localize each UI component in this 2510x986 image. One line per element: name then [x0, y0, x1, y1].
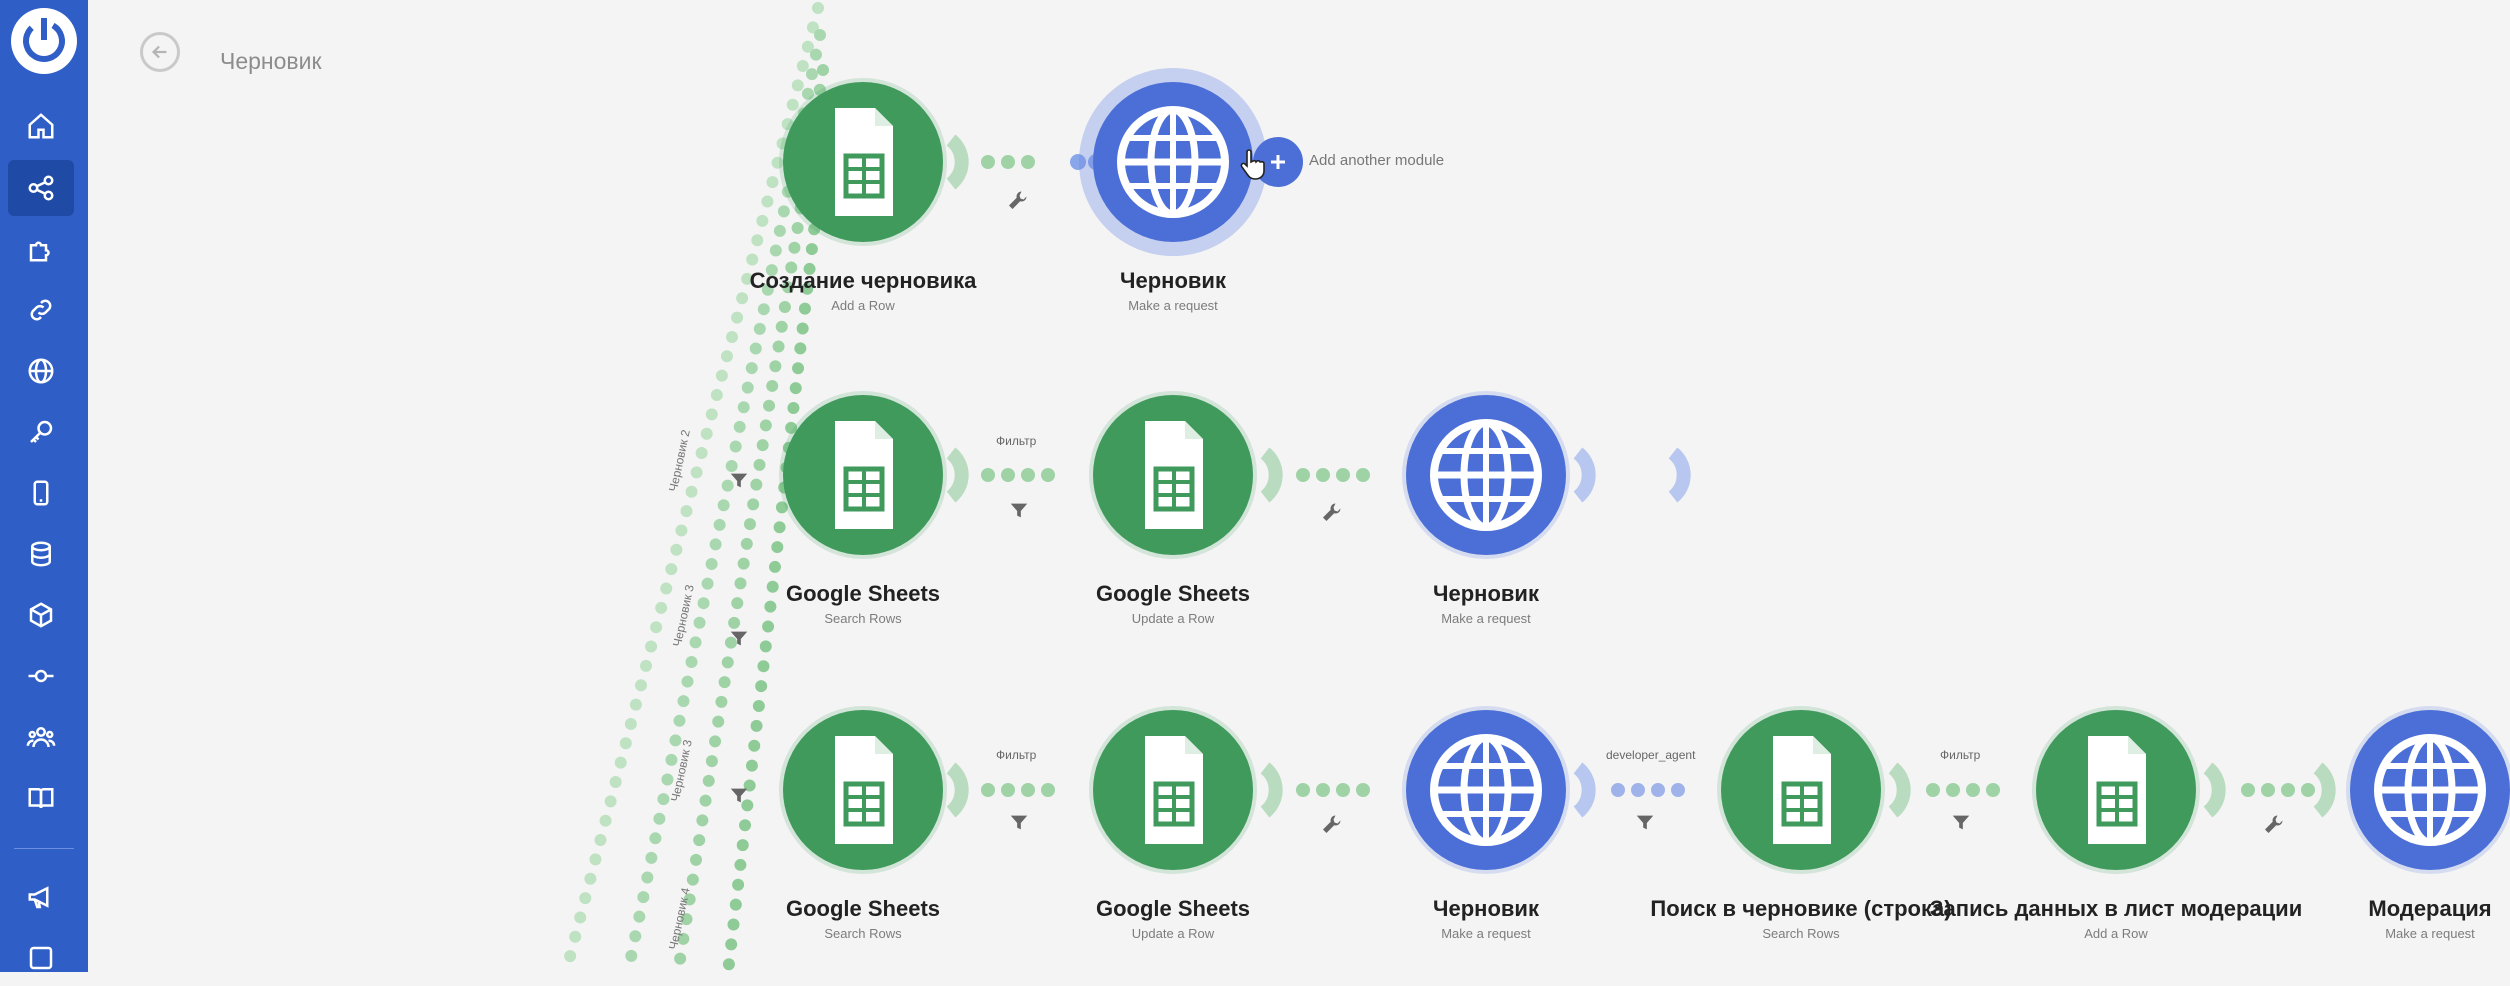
- sidebar-item-docs[interactable]: [8, 770, 74, 826]
- commit-icon: [28, 669, 54, 683]
- cube-icon: [29, 602, 53, 628]
- wrench-icon[interactable]: [1320, 500, 1344, 524]
- filter-icon[interactable]: [1950, 812, 1972, 834]
- module-subtitle: Make a request: [2385, 926, 2475, 941]
- book-icon: [28, 788, 54, 809]
- module-sheets-search-draft[interactable]: [1721, 710, 1881, 870]
- module-title: Поиск в черновике (строка): [1650, 896, 1952, 921]
- module-title: Google Sheets: [785, 581, 941, 606]
- filter-icon[interactable]: [1008, 500, 1030, 522]
- sidebar-item-data-stores[interactable]: [8, 526, 74, 582]
- globe-icon: [28, 358, 54, 384]
- wrench-icon[interactable]: [1320, 812, 1344, 836]
- module-subtitle: Add a Row: [831, 298, 895, 313]
- link-label: Фильтр: [996, 748, 1037, 762]
- sidebar-item-announcements[interactable]: [8, 869, 74, 925]
- sidebar-divider: [14, 848, 74, 849]
- sidebar-item-keys[interactable]: [8, 404, 74, 460]
- sidebar-item-scenarios[interactable]: [8, 160, 74, 216]
- link-icon: [30, 299, 52, 321]
- link-label: Фильтр: [996, 434, 1037, 448]
- sidebar: [0, 0, 88, 972]
- module-sheets-create-draft[interactable]: [783, 82, 943, 242]
- sidebar-item-templates[interactable]: [8, 221, 74, 277]
- database-icon: [31, 541, 51, 567]
- sidebar-item-webhooks[interactable]: [8, 343, 74, 399]
- module-subtitle: Search Rows: [824, 926, 902, 941]
- globe-icon: [1406, 395, 1566, 555]
- google-sheets-icon: [1093, 395, 1253, 555]
- google-sheets-icon: [1093, 710, 1253, 870]
- module-sheets-update-row[interactable]: [1093, 710, 1253, 870]
- module-title: Google Sheets: [1095, 896, 1251, 921]
- module-title: Черновик: [1433, 896, 1539, 921]
- window-icon: [29, 946, 53, 970]
- module-sheets-moderation-row[interactable]: [2036, 710, 2196, 870]
- share-icon: [28, 175, 54, 201]
- module-sheets-search-rows[interactable]: [783, 395, 943, 555]
- plus-icon: [1271, 155, 1285, 169]
- filter-icon[interactable]: [728, 785, 750, 807]
- link-label: developer_agent: [1606, 748, 1696, 762]
- add-module-label: Add another module: [1309, 152, 1445, 169]
- module-title: Создание черновика: [749, 268, 977, 293]
- google-sheets-icon: [783, 82, 943, 242]
- module-subtitle: Search Rows: [1762, 926, 1840, 941]
- module-title: Запись данных в лист модерации: [1929, 896, 2303, 921]
- google-sheets-icon: [2036, 710, 2196, 870]
- sidebar-item-devices[interactable]: [8, 465, 74, 521]
- google-sheets-icon: [1721, 710, 1881, 870]
- module-subtitle: Update a Row: [1131, 611, 1215, 626]
- link-label: Фильтр: [1940, 748, 1981, 762]
- add-module-button[interactable]: [1253, 137, 1303, 187]
- module-title: Google Sheets: [1095, 581, 1251, 606]
- megaphone-icon: [28, 886, 49, 909]
- module-http-moderation[interactable]: [2350, 710, 2510, 870]
- filter-icon[interactable]: [1008, 812, 1030, 834]
- module-title: Черновик: [1433, 581, 1539, 606]
- module-title: Google Sheets: [785, 896, 941, 921]
- module-http-draft[interactable]: [1093, 82, 1253, 242]
- make-logo-icon[interactable]: [11, 8, 77, 74]
- module-title: Модерация: [2368, 896, 2492, 921]
- module-subtitle: Search Rows: [824, 611, 902, 626]
- module-subtitle: Make a request: [1441, 611, 1531, 626]
- scenario-canvas[interactable]: Черновик Черновик 2 Черновик 3 Черновик …: [88, 0, 2510, 972]
- module-sheets-update-row[interactable]: [1093, 395, 1253, 555]
- module-subtitle: Make a request: [1441, 926, 1531, 941]
- module-subtitle: Make a request: [1128, 298, 1218, 313]
- home-icon: [28, 113, 54, 139]
- scenario-title: Черновик: [220, 48, 322, 74]
- hand-cursor-icon: [1240, 149, 1265, 180]
- wrench-icon[interactable]: [2262, 812, 2286, 836]
- sidebar-item-window[interactable]: [8, 930, 74, 986]
- filter-icon[interactable]: [1634, 812, 1656, 834]
- module-subtitle: Add a Row: [2084, 926, 2148, 941]
- google-sheets-icon: [783, 395, 943, 555]
- filter-icon[interactable]: [728, 470, 750, 492]
- sidebar-item-home[interactable]: [8, 98, 74, 154]
- module-http-draft[interactable]: [1406, 710, 1566, 870]
- module-title: Черновик: [1120, 268, 1226, 293]
- sidebar-item-data-structures[interactable]: [8, 587, 74, 643]
- key-icon: [30, 420, 53, 443]
- users-icon: [26, 727, 56, 748]
- mobile-icon: [33, 480, 49, 506]
- back-button[interactable]: [140, 32, 180, 72]
- module-http-draft[interactable]: [1406, 395, 1566, 555]
- sidebar-item-connections[interactable]: [8, 282, 74, 338]
- globe-icon: [1093, 82, 1253, 242]
- sidebar-item-custom-apps[interactable]: [8, 648, 74, 704]
- google-sheets-icon: [783, 710, 943, 870]
- puzzle-icon: [29, 241, 50, 262]
- sidebar-item-team[interactable]: [8, 709, 74, 765]
- wrench-icon[interactable]: [1006, 188, 1030, 212]
- globe-icon: [2350, 710, 2510, 870]
- filter-icon[interactable]: [728, 628, 750, 650]
- module-sheets-search-rows[interactable]: [783, 710, 943, 870]
- module-subtitle: Update a Row: [1131, 926, 1215, 941]
- arrow-left-icon: [151, 45, 167, 59]
- globe-icon: [1406, 710, 1566, 870]
